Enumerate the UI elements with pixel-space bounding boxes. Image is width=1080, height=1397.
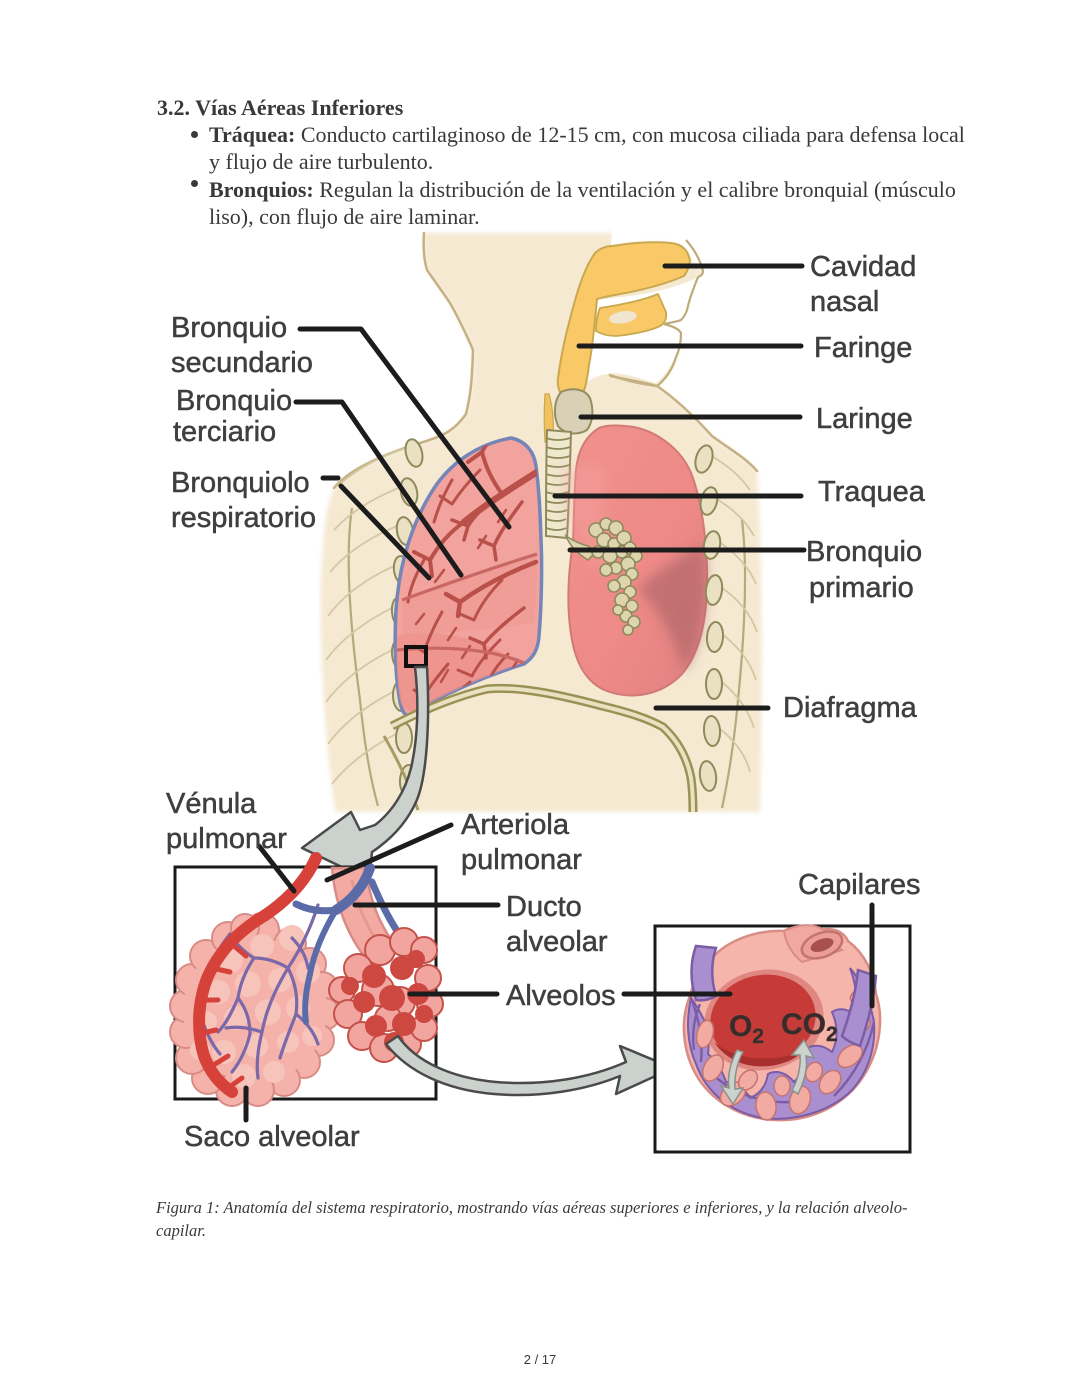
svg-text:Arteriola: Arteriola — [461, 809, 570, 841]
svg-text:Alveolos: Alveolos — [506, 980, 616, 1012]
svg-text:Cavidad: Cavidad — [810, 251, 916, 283]
svg-text:secundario: secundario — [171, 347, 313, 379]
svg-text:Bronquiolo: Bronquiolo — [171, 467, 310, 499]
svg-text:alveolar: alveolar — [506, 926, 608, 958]
svg-text:Diafragma: Diafragma — [783, 692, 918, 724]
svg-text:nasal: nasal — [810, 286, 879, 318]
svg-text:Bronquio: Bronquio — [171, 312, 287, 344]
svg-text:Bronquio: Bronquio — [806, 536, 922, 568]
svg-text:terciario: terciario — [173, 416, 276, 448]
svg-text:primario: primario — [809, 572, 914, 604]
svg-text:respiratorio: respiratorio — [171, 502, 316, 534]
svg-text:pulmonar: pulmonar — [461, 844, 582, 876]
svg-text:Laringe: Laringe — [816, 403, 913, 435]
svg-text:Faringe: Faringe — [814, 332, 912, 364]
svg-text:Capilares: Capilares — [798, 869, 921, 901]
svg-text:Saco alveolar: Saco alveolar — [184, 1121, 360, 1153]
svg-text:pulmonar: pulmonar — [166, 823, 287, 855]
svg-text:Vénula: Vénula — [166, 788, 257, 820]
svg-text:Bronquio: Bronquio — [176, 385, 292, 417]
svg-text:Traquea: Traquea — [818, 476, 926, 508]
svg-text:Ducto: Ducto — [506, 891, 582, 923]
